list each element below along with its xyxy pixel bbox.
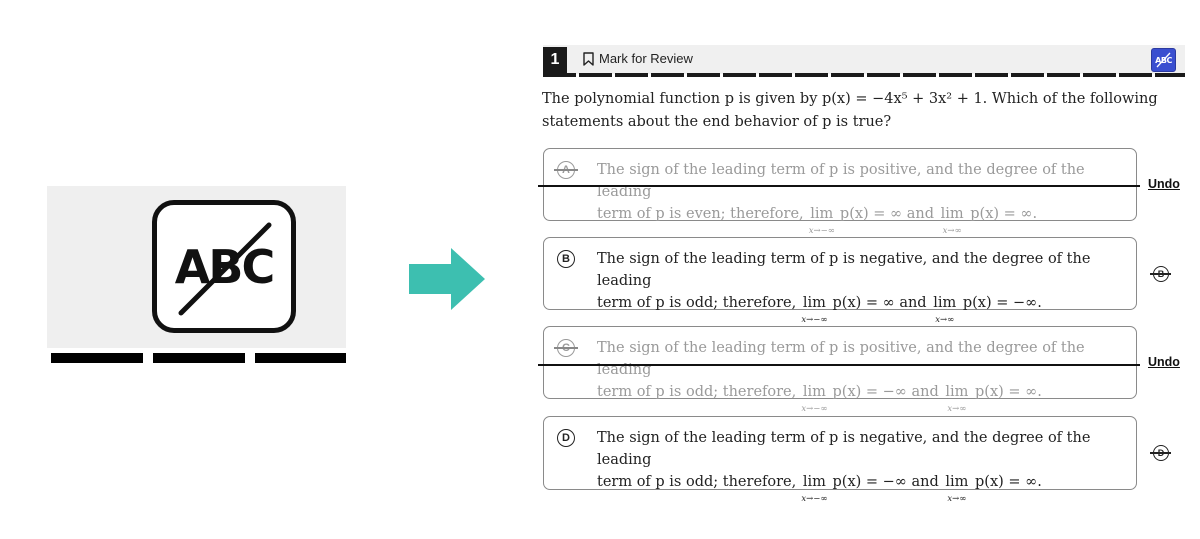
abc-slash-icon <box>1156 52 1171 68</box>
mark-for-review-label: Mark for Review <box>599 51 693 66</box>
header-dashed-rule <box>543 73 1185 77</box>
option-a-line-1: The sign of the leading term of p is pos… <box>597 162 1085 200</box>
mark-for-review-button[interactable]: Mark for Review <box>583 51 693 66</box>
answer-option-a[interactable]: A The sign of the leading term of p is p… <box>543 148 1137 236</box>
option-d-line-1: The sign of the leading term of p is neg… <box>597 430 1091 468</box>
bookmark-icon <box>583 51 594 66</box>
abc-strikethrough-icon: ABC <box>152 200 296 333</box>
undo-option-a-button[interactable]: Undo <box>1148 177 1180 191</box>
option-text-d: The sign of the leading term of p is neg… <box>597 427 1122 504</box>
zoom-callout: ABC <box>47 186 346 348</box>
option-letter-c: C <box>554 339 578 357</box>
arrow-right-icon <box>409 248 485 310</box>
abc-strikethrough-button[interactable]: ABC <box>1151 48 1176 72</box>
question-stem: The polynomial function p is given by p(… <box>542 88 1162 134</box>
stem-line-2: statements about the end behavior of p i… <box>542 114 892 130</box>
zoom-dash-1 <box>51 353 143 363</box>
option-b-line-1: The sign of the leading term of p is neg… <box>597 251 1091 289</box>
answer-option-c[interactable]: C The sign of the leading term of p is p… <box>543 326 1137 414</box>
option-letter-d: D <box>557 429 575 447</box>
option-text-c: The sign of the leading term of p is pos… <box>597 337 1122 414</box>
option-c-line-1: The sign of the leading term of p is pos… <box>597 340 1085 378</box>
option-c-strikethrough <box>538 364 1140 366</box>
slash-mark <box>178 222 272 316</box>
answer-option-b[interactable]: B The sign of the leading term of p is n… <box>543 237 1137 325</box>
cross-out-option-b-button[interactable]: B <box>1150 266 1171 282</box>
cross-out-option-d-button[interactable]: D <box>1150 445 1171 461</box>
question-number: 1 <box>543 47 567 73</box>
option-letter-a: A <box>554 161 578 179</box>
stem-line-1: The polynomial function p is given by p(… <box>542 91 1158 107</box>
question-header: 1 Mark for Review ABC <box>543 45 1185 74</box>
option-letter-b: B <box>557 250 575 268</box>
zoom-dash-2 <box>153 353 245 363</box>
zoom-dash-3 <box>255 353 346 363</box>
answer-option-d[interactable]: D The sign of the leading term of p is n… <box>543 416 1137 504</box>
option-text-a: The sign of the leading term of p is pos… <box>597 159 1122 236</box>
option-text-b: The sign of the leading term of p is neg… <box>597 248 1122 325</box>
option-a-strikethrough <box>538 185 1140 187</box>
undo-option-c-button[interactable]: Undo <box>1148 355 1180 369</box>
